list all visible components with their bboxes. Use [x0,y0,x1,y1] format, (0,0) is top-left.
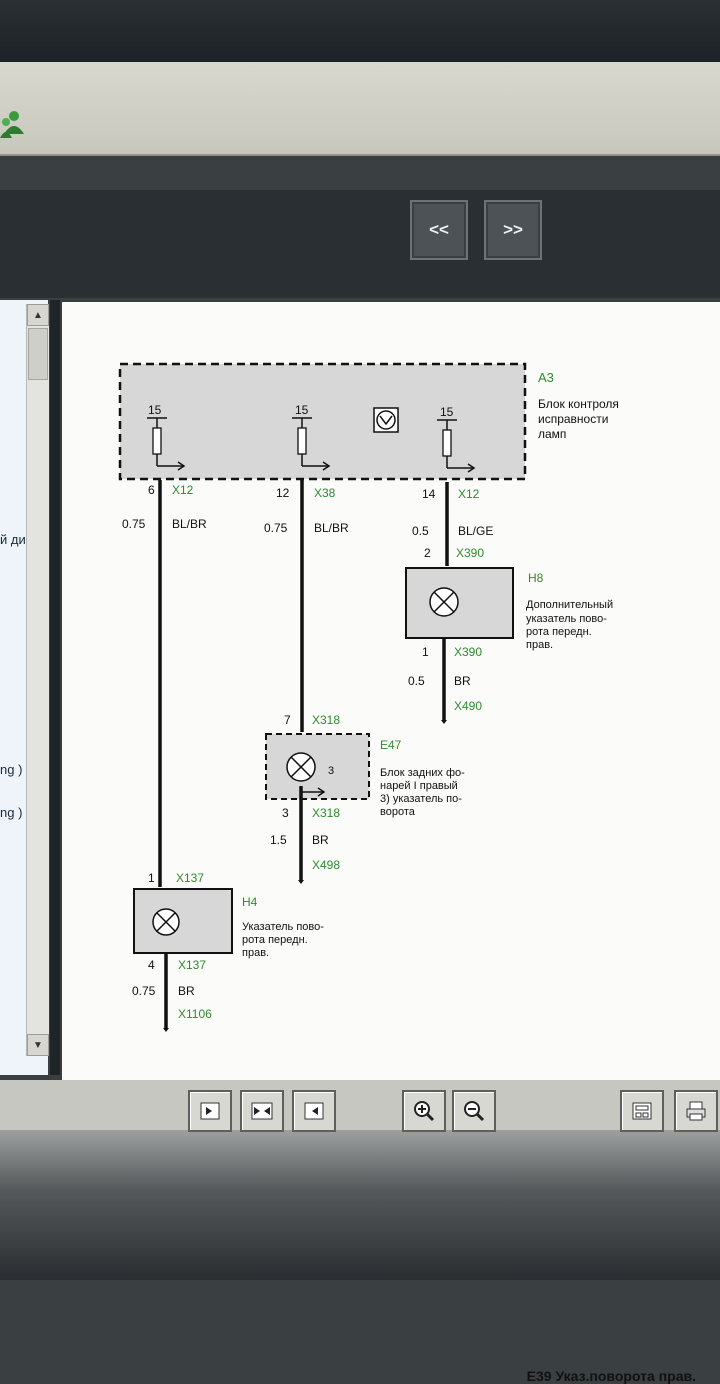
module-symbol-icon [373,407,399,433]
e47-color: BR [312,833,329,847]
h4-desc: прав. [242,947,269,959]
ground-icon [163,1028,169,1032]
menu-bar [0,62,720,156]
h8-connector-bottom: X390 [454,645,482,659]
print-icon[interactable] [674,1090,718,1132]
wire-gauge: 0.75 [264,521,288,535]
window-top-bar [0,0,720,62]
e47-pin-bottom: 3 [282,806,289,820]
e47-connector-top: X318 [312,713,340,727]
h8-ground: X490 [454,699,482,713]
e47-inner-pin: 3 [328,765,334,777]
h4-connector-bottom: X137 [178,958,206,972]
h8-box [405,567,514,639]
monitor-bezel [0,1130,720,1280]
h4-connector-top: X137 [176,871,204,885]
diagram-caption: E39 Указ.поворота прав. [526,1368,696,1384]
left-panel-text: й ди [0,532,26,547]
module-a3-id: A3 [538,370,554,385]
fuse-label: 15 [148,403,162,417]
bottom-toolbar [0,1080,720,1280]
h4-color: BR [178,984,195,998]
h4-desc: рота передн. [242,934,308,946]
lamp-icon [286,752,316,782]
layout-icon[interactable] [620,1090,664,1132]
wire-color: BL/BR [172,517,207,531]
h8-desc: указатель пово- [526,613,607,625]
e47-pin-top: 7 [284,713,291,727]
ground-icon [298,880,304,884]
h8-id: H8 [528,571,544,585]
h4-desc: Указатель пово- [242,921,324,933]
h4-pin-top: 1 [148,871,155,885]
module-a3-box [118,362,527,481]
e47-id: E47 [380,738,402,752]
h8-desc: рота передн. [526,626,592,638]
h8-connector-top: X390 [456,546,484,560]
h4-box [133,888,233,954]
e47-desc: нарей I правый [380,780,458,792]
wire-color: BL/GE [458,524,493,538]
h8-color: BR [454,674,471,688]
vertical-scrollbar[interactable]: ▲ ▼ [26,304,49,1056]
next-page-button[interactable]: >> [484,200,542,260]
zoom-in-icon[interactable] [402,1090,446,1132]
menu-divider [0,154,720,155]
fuse-label: 15 [295,403,309,417]
ground-icon [441,720,447,724]
previous-page-button[interactable]: << [410,200,468,260]
h4-id: H4 [242,895,258,909]
wire-gauge: 0.75 [122,517,146,531]
e47-connector-bottom: X318 [312,806,340,820]
wire-pin: 6 [148,483,155,497]
panel-divider[interactable] [50,300,60,1075]
wire-connector: X38 [314,486,336,500]
h8-desc: прав. [526,639,553,651]
wire-connector: X12 [458,487,480,501]
wire-color: BL/BR [314,521,349,535]
fuse-label: 15 [440,405,454,419]
users-icon[interactable] [0,108,28,140]
scroll-up-icon[interactable]: ▲ [27,304,49,326]
h8-desc: Дополнительный [526,599,613,611]
toolbar [0,190,720,298]
h8-gauge: 0.5 [408,674,425,688]
fuse-column-2: 15 [292,403,331,471]
fuse-column-3: 15 [437,405,476,473]
h8-pin-bottom: 1 [422,645,429,659]
e47-desc: 3) указатель по- [380,793,462,805]
e47-gauge: 1.5 [270,833,287,847]
wire-connector: X12 [172,483,194,497]
module-a3-name: Блок контроля [538,397,619,411]
scroll-down-icon[interactable]: ▼ [27,1034,49,1056]
e47-desc: ворота [380,806,416,818]
page-first-icon[interactable] [188,1090,232,1132]
h4-ground: X1106 [178,1007,212,1021]
e47-ground: X498 [312,858,340,872]
e47-desc: Блок задних фо- [380,767,465,779]
wire-pin: 14 [422,487,436,501]
wire-pin: 12 [276,486,290,500]
h4-pin-bottom: 4 [148,958,155,972]
scrollbar-thumb[interactable] [28,328,48,380]
page-split-icon[interactable] [240,1090,284,1132]
e47-box [265,733,370,800]
wiring-diagram: A3 Блок контроля исправности ламп 15 15 [62,302,720,1384]
h4-gauge: 0.75 [132,984,156,998]
wire-gauge: 0.5 [412,524,429,538]
fuse-column-1: 15 [147,403,186,471]
zoom-out-icon[interactable] [452,1090,496,1132]
page-last-icon[interactable] [292,1090,336,1132]
h8-pin-top: 2 [424,546,431,560]
lamp-icon [152,908,180,936]
lamp-icon [429,587,459,617]
module-a3-name: исправности [538,412,608,426]
module-a3-name: ламп [538,427,566,441]
